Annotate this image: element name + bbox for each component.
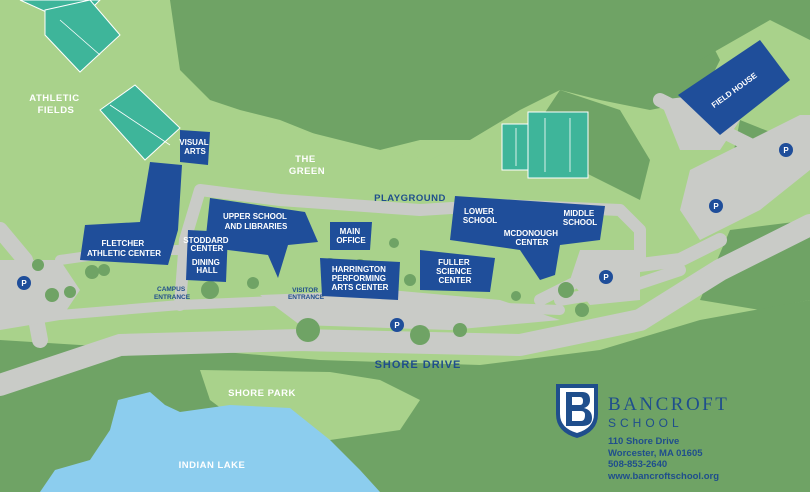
indian-lake-label: INDIAN LAKE [179,460,246,471]
address-street: 110 Shore Drive [608,436,680,447]
address-city: Worcester, MA 01605 [608,447,703,459]
svg-text:P: P [21,279,27,288]
shore-drive-label: SHORE DRIVE [375,359,462,371]
harrington-arts-center [320,258,400,300]
logo-name: BANCROFT [608,394,730,415]
svg-text:P: P [603,273,609,282]
parking-icon: P [17,276,31,290]
playground-label: PLAYGROUND [374,193,446,204]
area-labels: ATHLETIC FIELDS THE GREEN PLAYGROUND SHO… [29,93,462,471]
main-office-building [330,222,372,250]
address-block: 110 Shore Drive Worcester, MA 01605 508-… [608,436,719,482]
visitor-entrance-label: VISITOR ENTRANCE [288,287,325,301]
court-lines [59,19,571,172]
parking-icon: P [779,143,793,157]
upper-school-building [205,198,318,278]
harrington-label: HARRINGTON PERFORMING ARTS CENTER [332,265,389,292]
fletcher-athletic-center [80,162,182,265]
athletic-fields-label: ATHLETIC FIELDS [29,93,82,116]
parking-icon: P [599,270,613,284]
lower-school-label: LOWER SCHOOL [463,207,497,225]
svg-text:P: P [394,321,400,330]
dining-label: DINING HALL [192,258,222,275]
fuller-science-center [420,250,495,292]
svg-text:P: P [783,146,789,155]
address-phone: 508-853-2640 [608,459,668,470]
fletcher-label: FLETCHER ATHLETIC CENTER [87,239,161,258]
parking-markers: P P P P P [17,143,793,332]
visual-arts-label: VISUAL ARTS [179,138,210,156]
visual-arts-building [180,130,210,165]
middle-school-label: MIDDLE SCHOOL [563,209,597,227]
logo-subtitle: SCHOOL [608,416,683,430]
shore-park-label: SHORE PARK [228,388,296,399]
stoddard-dining-building [186,230,228,282]
fuller-label: FULLER SCIENCE CENTER [436,258,474,285]
indian-lake [40,392,380,492]
mcdonough-label: MCDONOUGH CENTER [504,229,560,247]
parking-icon: P [709,199,723,213]
buildings [80,40,790,300]
trees [32,238,589,345]
upper-school-label: UPPER SCHOOL AND LIBRARIES [223,212,289,231]
the-green-label: THE GREEN [289,154,325,177]
campus-entrance-label: CAMPUS ENTRANCE [154,286,191,301]
school-crest-icon [556,384,598,438]
mcdonough-building [450,196,605,280]
stoddard-label: STODDARD CENTER [183,236,230,253]
parking-icon: P [390,318,404,332]
svg-text:P: P [713,202,719,211]
school-logo-block: BANCROFT SCHOOL 110 Shore Drive Worceste… [548,376,810,492]
main-office-label: MAIN OFFICE [336,227,366,245]
field-house [678,40,790,135]
address-website[interactable]: www.bancroftschool.org [608,470,720,482]
